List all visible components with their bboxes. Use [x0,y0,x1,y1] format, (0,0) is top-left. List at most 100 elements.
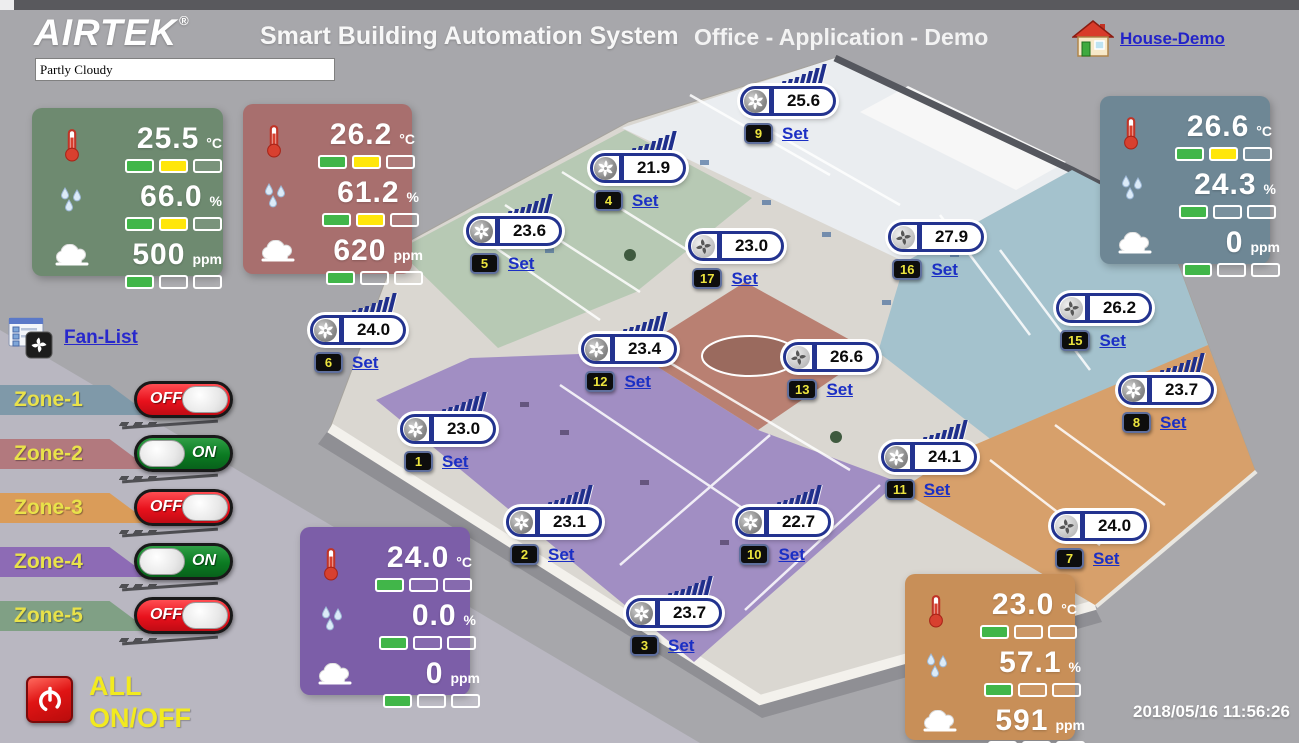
level-segment [193,275,222,289]
level-segment [1056,741,1085,743]
sensor-value: 61.2 [337,176,400,209]
fan-list-link[interactable]: Fan-List [64,327,138,348]
sensor-icon [261,176,291,212]
thermometer-icon [324,548,338,581]
fan-set-link[interactable]: Set [508,253,535,273]
sensor-value: 591 [995,704,1049,737]
fan-unit: 23.7 3 Set [626,576,738,656]
capsule-divider [1080,514,1085,538]
zone-toggle-state: OFF [150,606,182,623]
fan-set-link[interactable]: Set [442,451,469,471]
all-on-off-button[interactable] [26,676,73,723]
zone-toggle[interactable]: OFF [134,489,233,526]
capsule-divider [619,156,624,180]
fan-set-link[interactable]: Set [931,259,958,279]
fan-set-link[interactable]: Set [1160,412,1187,432]
fan-speed-bars [507,194,553,216]
level-segment [383,694,412,708]
sensor-level-bars [94,217,222,231]
level-segment [386,155,415,169]
toggle-knob[interactable] [139,548,185,575]
capsule-divider [717,234,722,258]
sensor-level-bars [348,636,476,650]
fan-set-link[interactable]: Set [923,479,951,499]
sensor-panel: 25.5 °C [32,108,223,289]
zone-toggle[interactable]: OFF [134,597,233,634]
zone-label: Zone-2 [0,439,150,469]
droplets-icon [926,653,948,678]
fan-set-link[interactable]: Set [826,379,853,399]
fan-icon [1122,378,1145,402]
fan-speed-bars [351,293,397,315]
zone-toggle[interactable]: OFF [134,381,233,418]
sensor-level-bars [1148,205,1276,219]
fan-set-link[interactable]: Set [668,635,695,655]
fan-temperature: 25.6 [786,91,821,110]
fan-set-link[interactable]: Set [632,190,659,210]
level-segment [1213,205,1242,219]
fan-temperature: 23.6 [512,221,547,240]
fan-icon [585,337,608,361]
sensor-value: 0 [425,657,444,690]
fan-on-icon [474,222,489,240]
cloud-icon [55,244,89,266]
fan-temperature: 23.0 [446,419,481,438]
capsule-divider [339,318,344,342]
fan-set-link[interactable]: Set [548,544,575,564]
fan-speed-bars [631,131,677,153]
sensor-value: 26.2 [329,118,393,151]
level-segment [159,159,188,173]
fan-list-icon [8,317,53,359]
sensor-row: 66.0 % [50,180,223,231]
fan-list-nav: Fan-List [8,316,138,360]
fan-set-link[interactable]: Set [1099,330,1126,350]
fan-temperature: 23.7 [672,603,707,622]
fan-set-link[interactable]: Set [624,371,651,391]
toggle-knob[interactable] [182,494,228,521]
fan-set-link[interactable]: Set [731,268,758,288]
level-segment [1243,147,1272,161]
fan-status-capsule: 26.6 [783,342,879,372]
fan-set-link[interactable]: Set [782,123,809,143]
fan-status-capsule: 27.9 [888,222,984,252]
toggle-knob[interactable] [182,386,228,413]
fan-set-link[interactable]: Set [1093,548,1120,568]
sensor-value: 26.6 [1186,110,1250,143]
fan-number-badge: 17 [692,268,723,289]
fan-set-link[interactable]: Set [352,352,379,372]
house-icon [1072,20,1114,57]
toggle-knob[interactable] [182,602,228,629]
fan-number-badge: 6 [314,352,343,373]
fan-number-badge: 3 [630,635,659,656]
fan-off-icon [791,349,806,365]
sensor-icon [1118,110,1144,150]
sensor-level-bars [94,159,222,173]
sensor-level-bars [1152,263,1280,277]
fan-status-capsule: 25.6 [740,86,836,116]
fan-number-badge: 12 [585,371,616,392]
all-on-off-label: ALL ON/OFF [89,670,191,735]
level-segment [409,578,438,592]
zone-toggle[interactable]: ON [134,435,233,472]
cloud-icon [261,240,295,262]
zone-toggle-state: OFF [150,498,182,515]
fan-temperature: 22.7 [781,512,816,531]
fan-set-link[interactable]: Set [778,544,805,564]
weather-input[interactable] [35,58,335,81]
fan-off-icon [1059,518,1074,534]
level-segment [447,636,476,650]
level-segment [1014,625,1043,639]
fan-off-icon [1064,300,1079,316]
fan-on-icon [318,321,333,339]
level-segment [360,271,389,285]
fan-speed-bars [547,485,593,507]
zone-toggle[interactable]: ON [134,543,233,580]
house-demo-nav[interactable]: House-Demo [1072,20,1225,58]
sensor-row: 24.3 % [1118,168,1276,219]
sensor-level-bars [957,741,1085,743]
house-demo-link[interactable]: House-Demo [1120,29,1225,48]
sensor-icon [261,118,287,158]
level-segment [159,217,188,231]
toggle-knob[interactable] [139,440,185,467]
